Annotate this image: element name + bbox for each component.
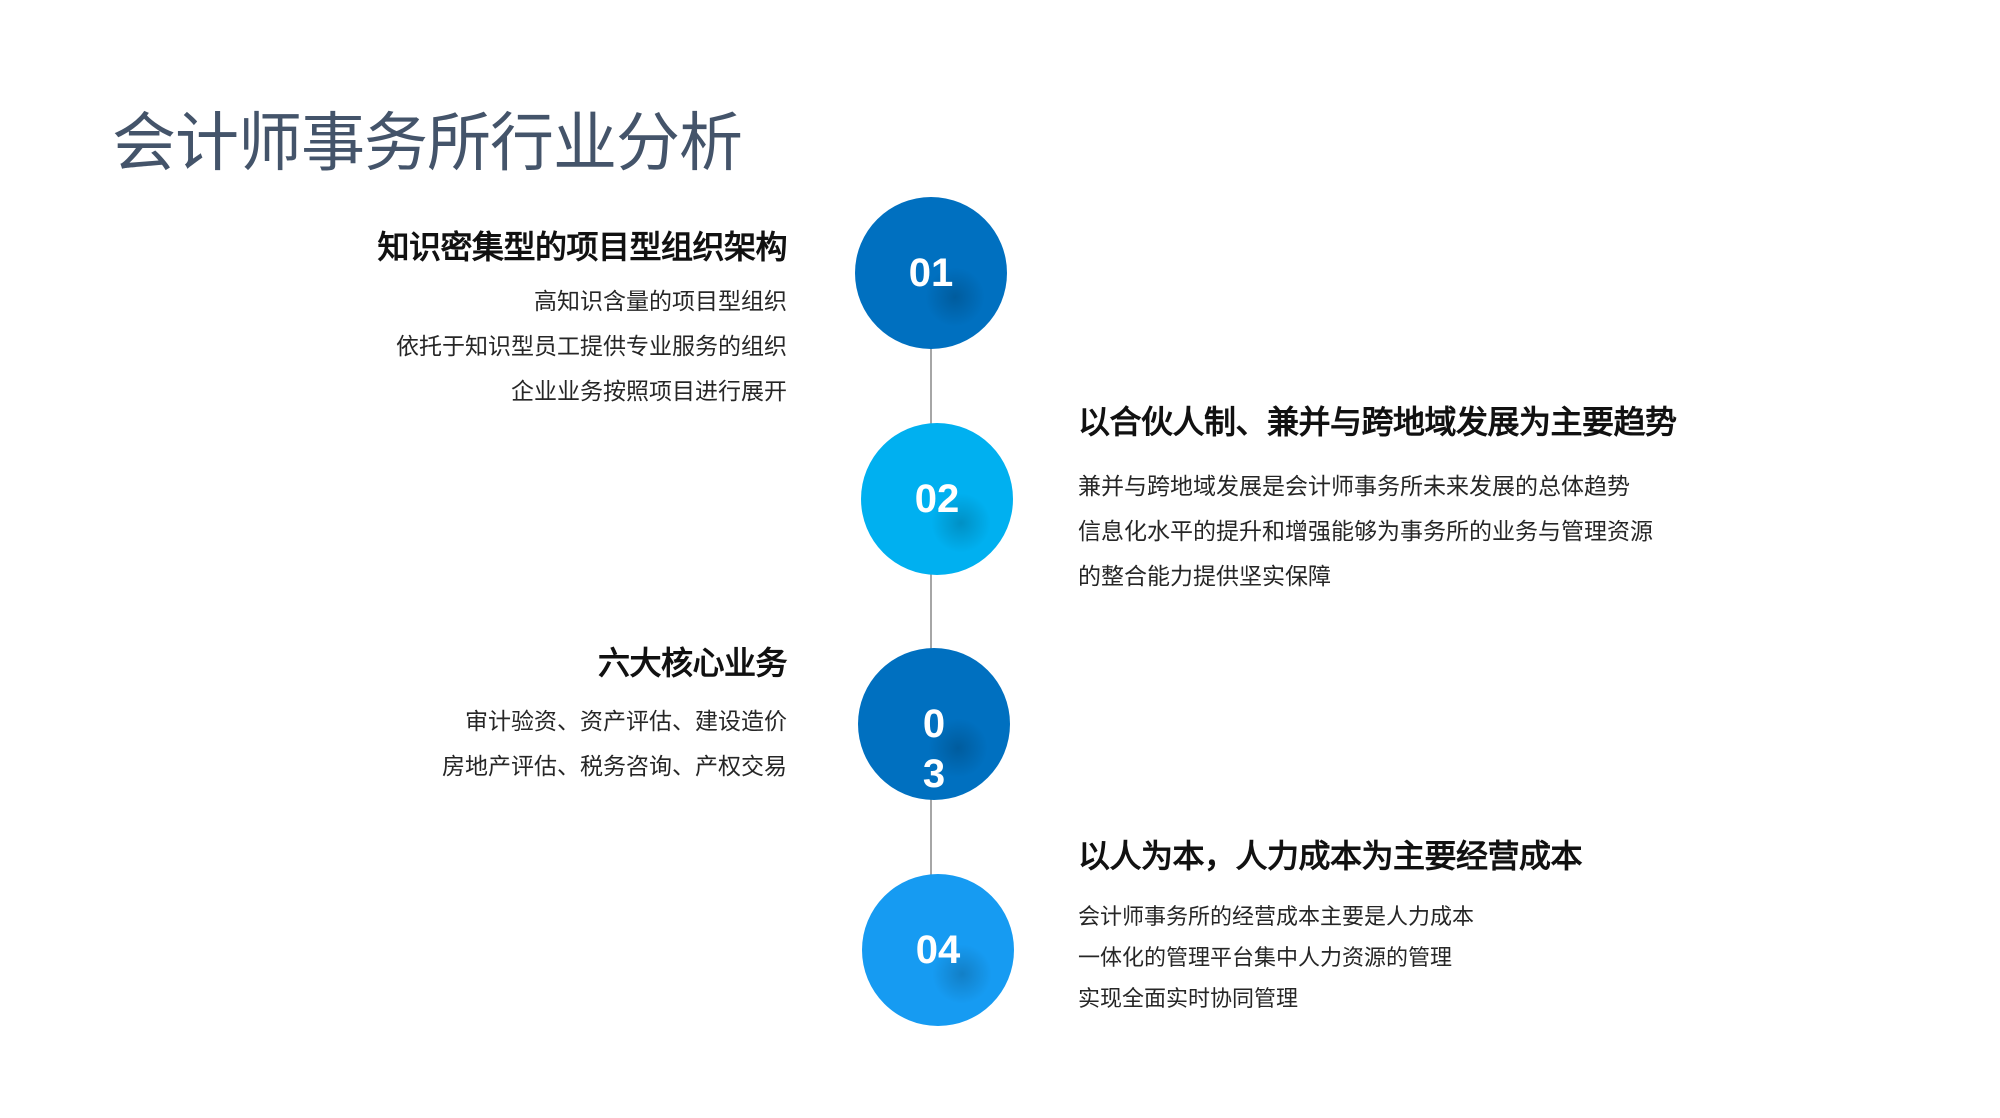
step-line: 审计验资、资产评估、建设造价 xyxy=(465,709,787,735)
step-heading: 以人为本，人力成本为主要经营成本 xyxy=(1078,837,1583,875)
step-heading: 以合伙人制、兼并与跨地域发展为主要趋势 xyxy=(1078,403,1677,441)
step-line: 实现全面实时协同管理 xyxy=(1078,987,1299,1012)
step-circle-03: 03 xyxy=(858,648,1010,800)
step-01-text: 知识密集型的项目型组织架构 高知识含量的项目型组织 依托于知识型员工提供专业服务… xyxy=(377,222,787,415)
step-circle-04: 04 xyxy=(862,874,1014,1026)
step-circle-02: 02 xyxy=(861,423,1013,575)
step-line: 依托于知识型员工提供专业服务的组织 xyxy=(396,334,787,360)
step-line: 兼并与跨地域发展是会计师事务所未来发展的总体趋势 xyxy=(1078,474,1630,500)
step-number: 04 xyxy=(915,927,961,972)
step-line: 企业业务按照项目进行展开 xyxy=(511,379,787,405)
step-line: 信息化水平的提升和增强能够为事务所的业务与管理资源 xyxy=(1078,519,1653,545)
step-line: 一体化的管理平台集中人力资源的管理 xyxy=(1078,946,1453,971)
page-title: 会计师事务所行业分析 xyxy=(112,107,743,181)
step-circle-01: 01 xyxy=(855,197,1007,349)
step-04-text: 以人为本，人力成本为主要经营成本 会计师事务所的经营成本主要是人力成本 一体化的… xyxy=(1078,831,1583,1020)
step-number: 02 xyxy=(914,476,960,521)
step-number: 03 xyxy=(922,702,946,796)
step-heading: 知识密集型的项目型组织架构 xyxy=(377,228,787,266)
step-number: 01 xyxy=(908,250,954,295)
step-line: 房地产评估、税务咨询、产权交易 xyxy=(442,754,787,780)
step-line: 会计师事务所的经营成本主要是人力成本 xyxy=(1078,905,1475,930)
step-02-text: 以合伙人制、兼并与跨地域发展为主要趋势 兼并与跨地域发展是会计师事务所未来发展的… xyxy=(1078,397,1677,600)
step-heading: 六大核心业务 xyxy=(597,644,788,682)
step-line: 高知识含量的项目型组织 xyxy=(534,289,787,315)
step-line: 的整合能力提供坚实保障 xyxy=(1078,564,1331,590)
step-03-text: 六大核心业务 审计验资、资产评估、建设造价 房地产评估、税务咨询、产权交易 xyxy=(442,638,788,790)
connector-line xyxy=(930,340,932,880)
